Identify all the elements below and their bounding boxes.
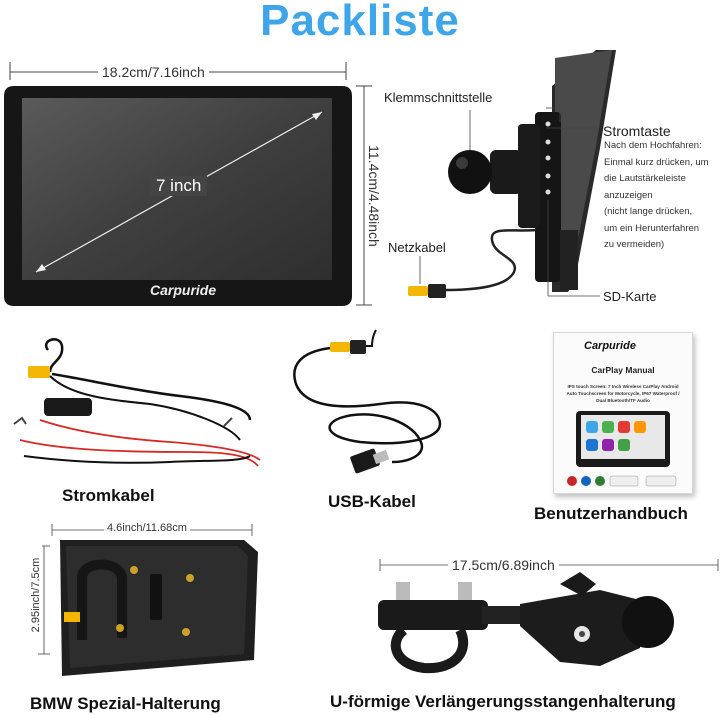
- power-button-label: Stromtaste: [603, 123, 671, 139]
- page-title: Packliste: [260, 0, 460, 45]
- manual-title: CarPlay Manual: [591, 365, 655, 375]
- u-mount-width-label: 17.5cm/6.89inch: [448, 557, 559, 573]
- sd-card-label: SD-Karte: [603, 289, 657, 304]
- manual-cover: Carpuride CarPlay Manual IPS touch Scree…: [553, 332, 693, 494]
- clamp-interface-label: Klemmschnittstelle: [384, 90, 493, 105]
- manual-description: IPS touch Screen: 7 Inch Wireless CarPla…: [566, 384, 680, 403]
- power-button-note: Nach dem Hochfahren: Einmal kurz drücken…: [604, 140, 709, 250]
- power-cable-side-label: Netzkabel: [388, 240, 446, 255]
- manual-item-label: Benutzerhandbuch: [534, 504, 688, 523]
- manual-device-picture: [576, 411, 670, 467]
- screen-diagonal-label: 7 inch: [150, 176, 208, 196]
- manual-brand: Carpuride: [584, 340, 636, 352]
- screen-width-label: 18.2cm/7.16inch: [98, 64, 209, 80]
- bmw-width-label: 4.6inch/11.68cm: [104, 522, 190, 534]
- u-mount-item-label: U-förmige Verlängerungsstangenhalterung: [330, 692, 676, 711]
- manual-badge-icons: [567, 475, 677, 487]
- bmw-mount-item-label: BMW Spezial-Halterung: [30, 694, 221, 713]
- usb-cable-item-label: USB-Kabel: [328, 492, 416, 511]
- power-cable-item-label: Stromkabel: [62, 486, 155, 505]
- screen-brand-logo: Carpuride: [150, 282, 217, 298]
